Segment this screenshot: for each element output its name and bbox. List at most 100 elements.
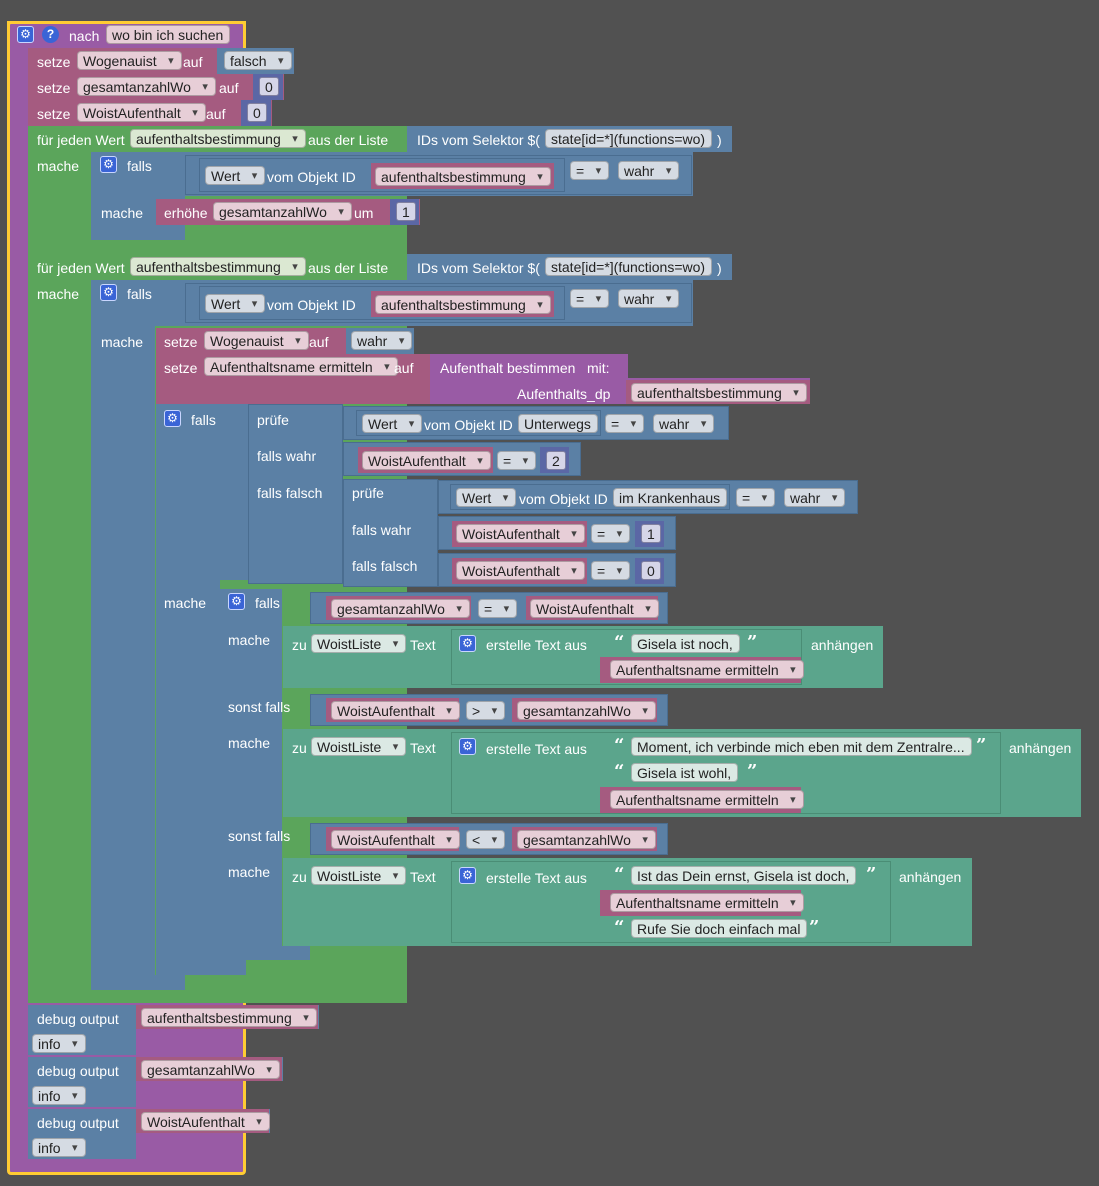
- var-dropdown[interactable]: WoistAufenthalt: [331, 830, 460, 850]
- gear-icon[interactable]: ⚙: [164, 410, 181, 427]
- var-dropdown[interactable]: WoistAufenthalt: [331, 701, 460, 721]
- var-dropdown[interactable]: aufenthaltsbestimmung: [375, 295, 551, 315]
- value-dropdown[interactable]: Wert: [205, 294, 266, 314]
- var-dropdown[interactable]: Aufenthaltsname ermitteln: [610, 660, 804, 680]
- debug-label: debug output: [37, 1063, 119, 1079]
- gear-icon[interactable]: ⚙: [459, 867, 476, 884]
- operator-dropdown[interactable]: =: [570, 161, 610, 181]
- operator-dropdown[interactable]: >: [466, 701, 506, 721]
- operator-dropdown[interactable]: =: [591, 524, 631, 544]
- do-label: mache: [101, 334, 144, 350]
- function-name-field[interactable]: wo bin ich suchen: [106, 25, 231, 44]
- gear-icon[interactable]: ⚙: [228, 593, 245, 610]
- var-dropdown[interactable]: gesamtanzahlWo: [517, 701, 656, 721]
- help-icon[interactable]: ?: [42, 26, 59, 43]
- param-label: Aufenthalts_dp: [517, 386, 611, 402]
- var-dropdown[interactable]: aufenthaltsbestimmung: [375, 167, 551, 187]
- close-quote-icon: ”: [809, 917, 820, 938]
- selector-field[interactable]: state[id=*](functions=wo): [545, 257, 713, 276]
- var-dropdown[interactable]: Wogenauist: [77, 51, 182, 71]
- list-var-dropdown[interactable]: WoistListe: [311, 866, 407, 886]
- value-dropdown[interactable]: Wert: [205, 166, 266, 186]
- var-dropdown[interactable]: WoistAufenthalt: [362, 451, 491, 471]
- if-elseif-block[interactable]: [220, 589, 282, 960]
- if-label: falls: [255, 595, 280, 611]
- text-field[interactable]: Moment, ich verbinde mich eben mit dem Z…: [631, 737, 972, 756]
- var-dropdown[interactable]: gesamtanzahlWo: [77, 77, 216, 97]
- value-dropdown[interactable]: Wert: [456, 488, 517, 508]
- gear-icon[interactable]: ⚙: [459, 635, 476, 652]
- var-dropdown[interactable]: WoistAufenthalt: [456, 561, 585, 581]
- bool-dropdown[interactable]: wahr: [784, 488, 846, 508]
- number-field[interactable]: 2: [546, 451, 566, 470]
- gear-icon[interactable]: ⚙: [100, 284, 117, 301]
- operator-dropdown[interactable]: =: [497, 451, 537, 471]
- do-label: mache: [101, 205, 144, 221]
- var-dropdown[interactable]: Wogenauist: [204, 331, 309, 351]
- test-label: prüfe: [257, 412, 289, 428]
- bool-dropdown[interactable]: wahr: [351, 331, 413, 351]
- operator-dropdown[interactable]: =: [478, 599, 518, 619]
- operator-dropdown[interactable]: =: [736, 488, 776, 508]
- gear-icon[interactable]: ⚙: [17, 26, 34, 43]
- gear-icon[interactable]: ⚙: [459, 738, 476, 755]
- var-dropdown[interactable]: Aufenthaltsname ermitteln: [610, 790, 804, 810]
- var-dropdown[interactable]: aufenthaltsbestimmung: [141, 1008, 317, 1028]
- operator-dropdown[interactable]: =: [605, 414, 645, 434]
- if-block-2[interactable]: [91, 280, 155, 990]
- function-header-highlight: [7, 21, 246, 48]
- text-label: Text: [410, 740, 436, 756]
- list-var-dropdown[interactable]: WoistListe: [311, 634, 407, 654]
- loop-var-dropdown[interactable]: aufenthaltsbestimmung: [130, 257, 306, 277]
- var-dropdown[interactable]: gesamtanzahlWo: [213, 202, 352, 222]
- object-id-field[interactable]: im Krankenhaus: [613, 488, 728, 507]
- create-text-label: erstelle Text aus: [486, 870, 587, 886]
- number-field[interactable]: 0: [247, 103, 267, 122]
- bool-dropdown[interactable]: falsch: [224, 51, 292, 71]
- ternary-block[interactable]: [343, 479, 438, 587]
- var-dropdown[interactable]: gesamtanzahlWo: [517, 830, 656, 850]
- number-field[interactable]: 0: [259, 77, 279, 96]
- level-dropdown[interactable]: info: [32, 1138, 86, 1158]
- bool-dropdown[interactable]: wahr: [618, 161, 680, 181]
- var-dropdown[interactable]: WoistAufenthalt: [530, 599, 659, 619]
- level-dropdown[interactable]: info: [32, 1086, 86, 1106]
- var-dropdown[interactable]: aufenthaltsbestimmung: [631, 383, 807, 403]
- text-field[interactable]: Gisela ist noch,: [631, 634, 740, 653]
- gear-icon[interactable]: ⚙: [100, 156, 117, 173]
- operator-dropdown[interactable]: =: [591, 561, 631, 581]
- if-label: falls: [191, 412, 216, 428]
- bool-dropdown[interactable]: wahr: [653, 414, 715, 434]
- value-dropdown[interactable]: Wert: [362, 414, 423, 434]
- level-dropdown[interactable]: info: [32, 1034, 86, 1054]
- var-dropdown[interactable]: gesamtanzahlWo: [331, 599, 470, 619]
- var-dropdown[interactable]: Aufenthaltsname ermitteln: [204, 357, 398, 377]
- list-label: aus der Liste: [308, 260, 389, 276]
- operator-dropdown[interactable]: <: [466, 830, 506, 850]
- if-block-ternary[interactable]: [156, 404, 248, 580]
- with-label: mit:: [587, 360, 610, 376]
- text-field[interactable]: Rufe Sie doch einfach mal: [631, 919, 808, 938]
- text-field[interactable]: Ist das Dein ernst, Gisela ist doch,: [631, 866, 857, 885]
- by-label: um: [354, 205, 374, 221]
- to-label: zu: [292, 637, 307, 653]
- var-dropdown[interactable]: gesamtanzahlWo: [141, 1060, 280, 1080]
- bool-dropdown[interactable]: wahr: [618, 289, 680, 309]
- var-dropdown[interactable]: WoistAufenthalt: [77, 103, 206, 123]
- number-field[interactable]: 1: [641, 524, 661, 543]
- loop-var-dropdown[interactable]: aufenthaltsbestimmung: [130, 129, 306, 149]
- text-label: Text: [410, 869, 436, 885]
- text-field[interactable]: Gisela ist wohl,: [631, 763, 739, 782]
- set-auf-label: auf: [183, 54, 203, 70]
- selector-field[interactable]: state[id=*](functions=wo): [545, 129, 713, 148]
- var-dropdown[interactable]: Aufenthaltsname ermitteln: [610, 893, 804, 913]
- object-id-field[interactable]: Unterwegs: [518, 414, 598, 433]
- operator-dropdown[interactable]: =: [570, 289, 610, 309]
- set-label: setze: [164, 334, 198, 350]
- var-dropdown[interactable]: WoistAufenthalt: [456, 524, 585, 544]
- list-var-dropdown[interactable]: WoistListe: [311, 737, 407, 757]
- number-field[interactable]: 1: [396, 202, 416, 221]
- ternary-block[interactable]: [248, 404, 343, 584]
- number-field[interactable]: 0: [641, 561, 661, 580]
- var-dropdown[interactable]: WoistAufenthalt: [141, 1112, 270, 1132]
